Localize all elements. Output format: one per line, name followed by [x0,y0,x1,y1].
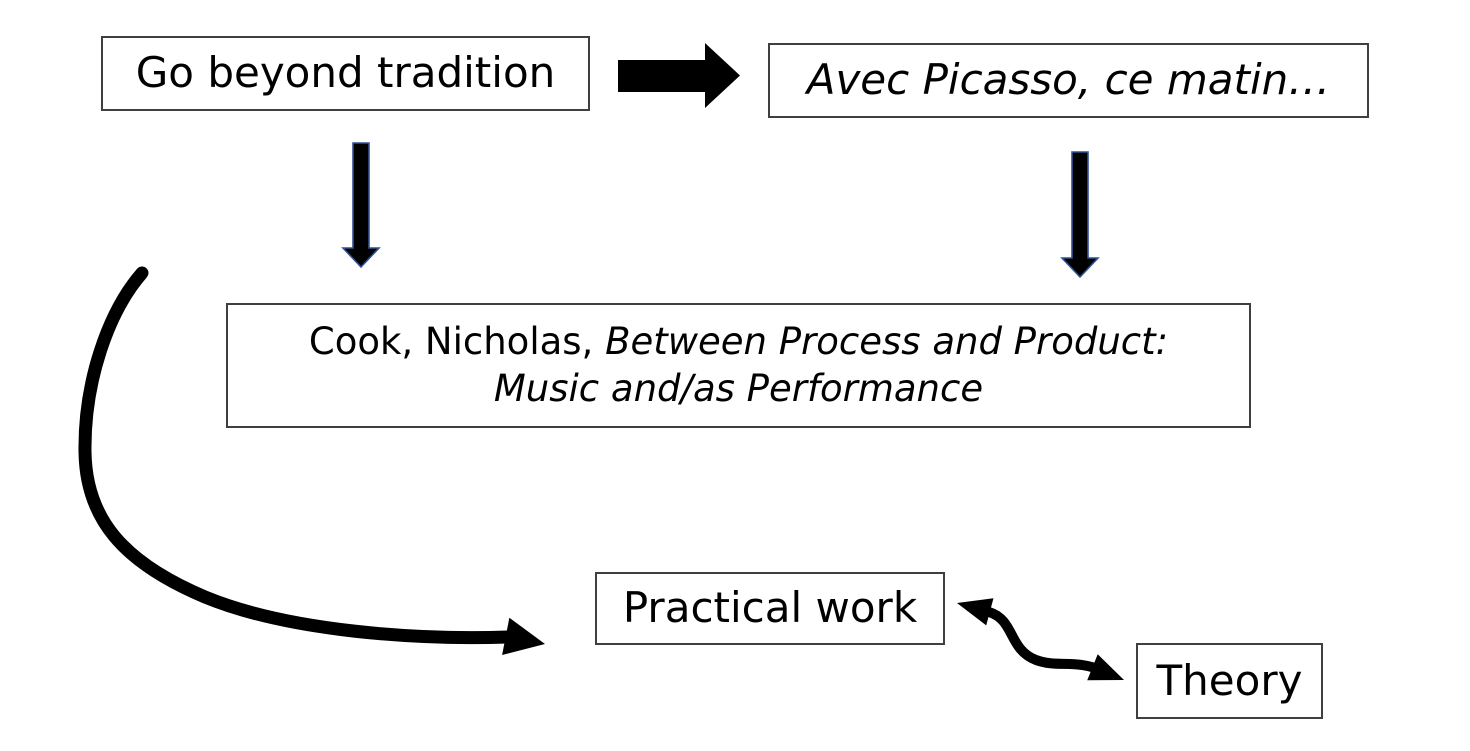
box-avec-picasso: Avec Picasso, ce matin… [768,43,1369,118]
box-go-beyond-tradition-label: Go beyond tradition [135,48,556,98]
arrow-down-left-icon [341,142,381,269]
box-theory: Theory [1136,643,1323,719]
box-practical-work-label: Practical work [622,583,918,633]
cook-citation-title-line2: Music and/as Performance [493,366,984,410]
box-go-beyond-tradition: Go beyond tradition [101,36,590,111]
double-wavy-arrow-icon [957,598,1124,681]
box-practical-work: Practical work [595,572,945,645]
box-theory-label: Theory [1156,655,1303,705]
curved-arrow-icon [78,266,545,656]
box-cook-citation-text: Cook, Nicholas, Between Process and Prod… [309,319,1168,412]
arrow-down-right-icon [1060,151,1100,279]
box-avec-picasso-label: Avec Picasso, ce matin… [806,55,1331,105]
arrow-right-icon [618,43,740,108]
cook-citation-author: Cook, Nicholas, [308,320,606,364]
box-cook-citation: Cook, Nicholas, Between Process and Prod… [226,303,1251,428]
cook-citation-title-line1: Between Process and Product: [605,320,1169,364]
